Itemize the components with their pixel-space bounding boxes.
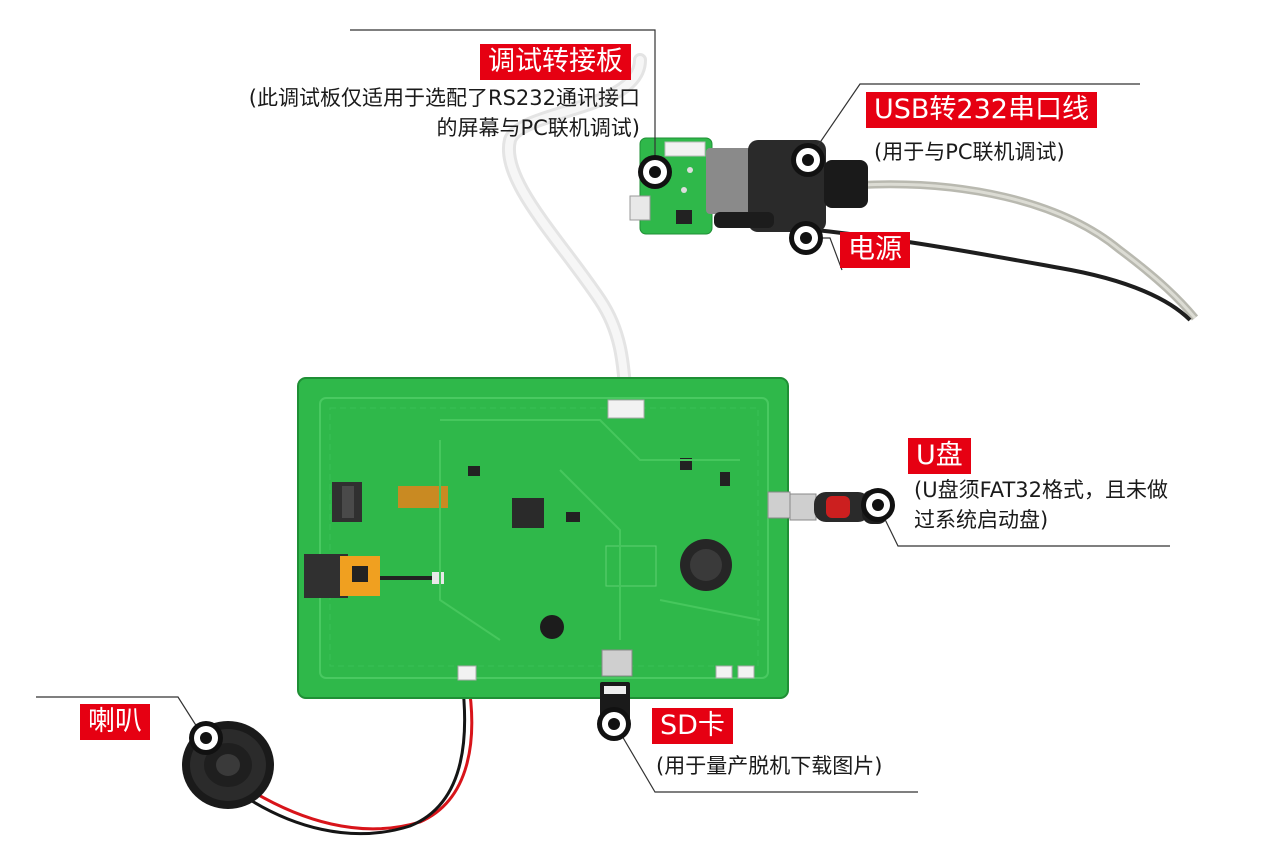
debug-board-title: 调试转接板 [480, 44, 631, 80]
power-cable [764, 223, 1192, 322]
sd-card-note: (用于量产脱机下载图片) [656, 754, 883, 778]
sd-card-title: SD卡 [652, 708, 733, 744]
main-pcb [297, 377, 791, 699]
u-disk-note-line2: 过系统启动盘) [914, 508, 1049, 532]
debug-adapter-board [629, 137, 713, 235]
db9-connector [706, 140, 868, 232]
marker-speaker [189, 721, 223, 755]
markers [189, 143, 895, 755]
speaker-title: 喇叭 [80, 704, 150, 740]
speaker-wire-black [243, 679, 467, 836]
u-disk-title: U盘 [908, 438, 971, 474]
power-title: 电源 [840, 232, 910, 268]
marker-usb-cable [791, 143, 825, 177]
marker-u-disk [861, 488, 895, 522]
usb-cable-note: (用于与PC联机调试) [874, 140, 1065, 164]
u-disk-note-line1: (U盘须FAT32格式，且未做 [914, 478, 1168, 502]
marker-sd-card [597, 707, 631, 741]
debug-board-note-line2: 的屏幕与PC联机调试) [436, 116, 640, 140]
debug-board-note-line1: (此调试板仅适用于选配了RS232通讯接口 [248, 86, 640, 110]
marker-debug-board [638, 155, 672, 189]
usb-cable-title: USB转232串口线 [866, 92, 1097, 128]
marker-power [789, 221, 823, 255]
